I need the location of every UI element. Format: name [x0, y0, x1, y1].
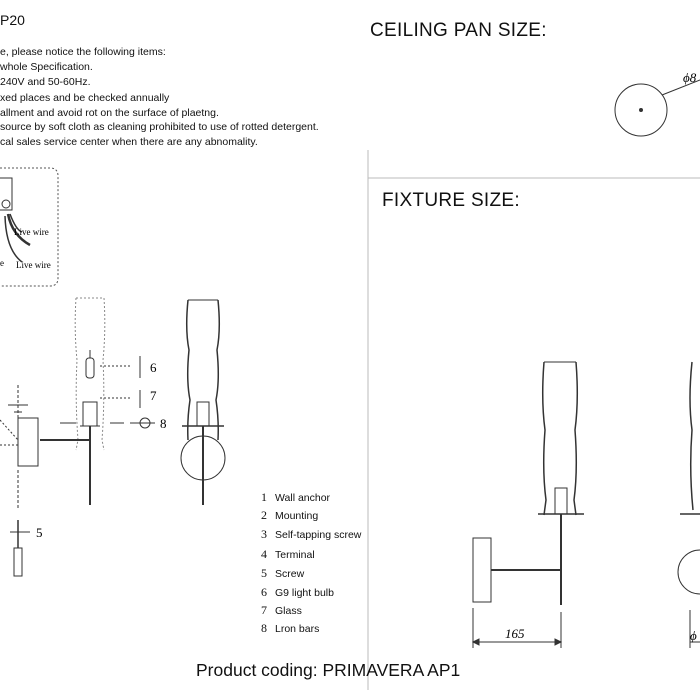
part-item: 8 Lron bars — [261, 621, 319, 636]
part-number: 3 — [261, 527, 267, 541]
part-item: 6 G9 light bulb — [261, 585, 334, 600]
notice-line: whole Specification. — [0, 61, 93, 73]
assembled-fixture-front — [180, 299, 226, 505]
part-label: Glass — [275, 605, 302, 617]
part-number: 8 — [261, 621, 267, 635]
part-number: 5 — [261, 566, 267, 580]
product-coding: Product coding: PRIMAVERA AP1 — [196, 660, 461, 680]
part-item: 3 Self-tapping screw — [261, 527, 361, 542]
callout-5: 5 — [36, 525, 43, 540]
wire-label-partial: e — [0, 258, 4, 268]
part-label: G9 light bulb — [275, 587, 334, 599]
part-label: Wall anchor — [275, 492, 331, 504]
part-item: 2 Mounting — [261, 508, 318, 523]
part-number: 7 — [261, 603, 267, 617]
part-item: 4 Terminal — [261, 547, 315, 562]
wiring-detail: Live wire Live wire e — [0, 167, 59, 287]
ceiling-pan-heading: CEILING PAN SIZE: — [370, 20, 547, 41]
notice-line: e, please notice the following items: — [0, 46, 166, 58]
fixture-size-heading: FIXTURE SIZE: — [382, 190, 520, 211]
notice-line: xed places and be checked annually — [0, 92, 170, 104]
part-item: 1 Wall anchor — [261, 490, 330, 505]
part-label: Terminal — [275, 549, 315, 561]
part-number: 4 — [261, 547, 267, 561]
callout-7: 7 — [150, 388, 157, 403]
part-label: Mounting — [275, 510, 319, 522]
notice-line: cal sales service center when there are … — [0, 136, 258, 148]
notice-line: source by soft cloth as cleaning prohibi… — [0, 121, 319, 133]
notice-line: allment and avoid rot on the surface of … — [0, 107, 219, 119]
part-item: 5 Screw — [261, 566, 304, 581]
fixture-diameter-label: ϕ — [690, 628, 697, 643]
part-number: 2 — [261, 508, 267, 522]
part-label: Self-tapping screw — [275, 529, 362, 541]
exploded-assembly — [0, 297, 155, 577]
part-label: Lron bars — [275, 623, 320, 635]
callout-6: 6 — [150, 360, 157, 375]
part-label: Screw — [275, 568, 305, 580]
model-code: P20 — [0, 12, 25, 28]
part-number: 1 — [261, 490, 267, 504]
callout-8: 8 — [160, 416, 167, 431]
part-number: 6 — [261, 585, 267, 599]
live-wire-label-2: Live wire — [16, 260, 51, 270]
fixture-size-drawing — [471, 361, 700, 648]
ceiling-pan-diameter: ϕ8 — [683, 70, 697, 85]
live-wire-label-1: Live wire — [14, 227, 49, 237]
part-item: 7 Glass — [261, 603, 302, 618]
fixture-width-label: 165 — [505, 626, 525, 641]
notice-line: 240V and 50-60Hz. — [0, 76, 91, 88]
ceiling-pan-drawing — [614, 79, 700, 137]
